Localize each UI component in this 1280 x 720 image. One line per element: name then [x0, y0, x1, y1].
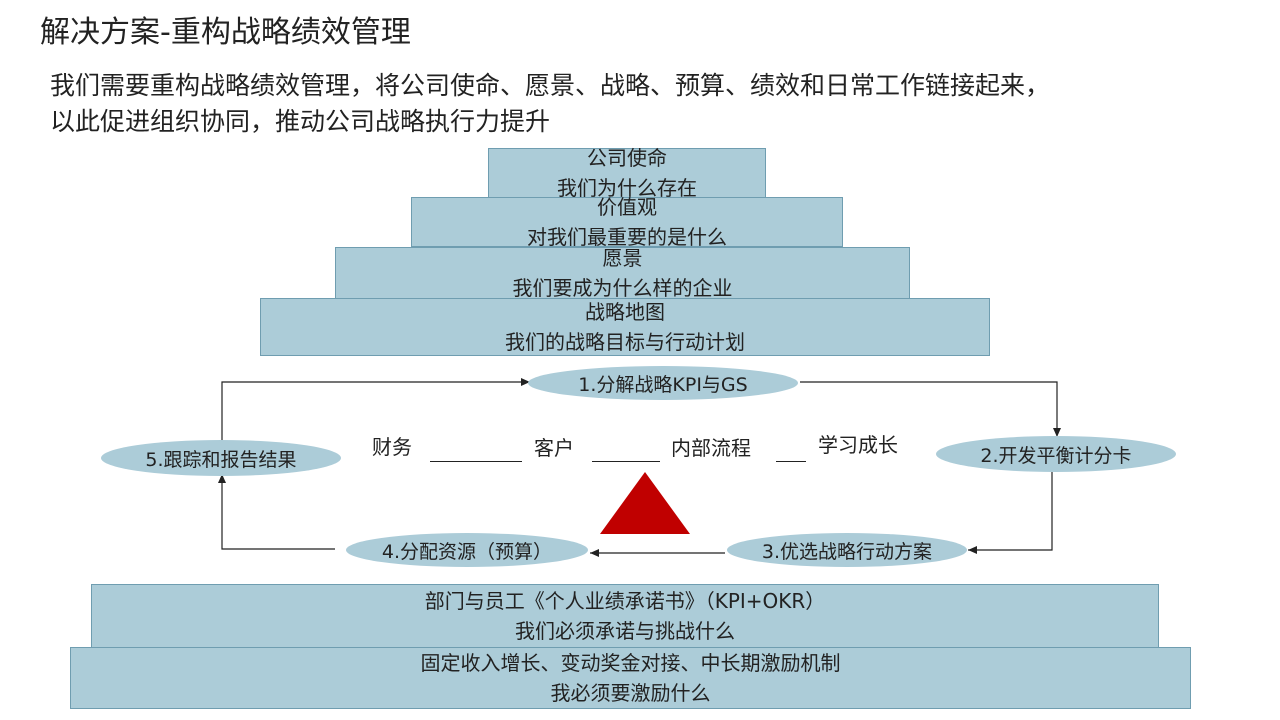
perspective-line-3	[776, 461, 806, 462]
arrow-step4-to-step5	[218, 474, 335, 550]
cycle-step-2: 2.开发平衡计分卡	[936, 436, 1176, 472]
pyramid-values: 价值观 对我们最重要的是什么	[411, 195, 843, 249]
page-title: 解决方案-重构战略绩效管理	[40, 15, 411, 50]
cycle-step-2-label: 2.开发平衡计分卡	[980, 444, 1132, 467]
pyramid-mission-title: 公司使命	[587, 146, 667, 170]
bottom-incentive: 固定收入增长、变动奖金对接、中长期激励机制 我必须要激励什么	[70, 647, 1191, 709]
perspective-internal-process: 内部流程	[671, 436, 751, 460]
arrow-step1-to-step2	[800, 381, 1061, 437]
pyramid-vision-desc: 我们要成为什么样的企业	[512, 276, 733, 300]
perspective-line-2	[592, 461, 660, 462]
cycle-step-5: 5.跟踪和报告结果	[101, 440, 341, 476]
cycle-step-4-label: 4.分配资源（预算）	[381, 540, 553, 563]
bottom-incentive-desc: 我必须要激励什么	[550, 681, 711, 705]
cycle-step-1-label: 1.分解战略KPI与GS	[578, 373, 748, 396]
perspective-customer: 客户	[534, 436, 574, 460]
pyramid-strategy-map-title: 战略地图	[585, 300, 665, 324]
cycle-step-4: 4.分配资源（预算）	[346, 533, 588, 567]
bottom-incentive-title: 固定收入增长、变动奖金对接、中长期激励机制	[420, 651, 841, 675]
pyramid-values-title: 价值观	[597, 195, 657, 219]
pyramid-strategy-map: 战略地图 我们的战略目标与行动计划	[260, 298, 990, 356]
pyramid-values-desc: 对我们最重要的是什么	[527, 225, 727, 249]
pyramid-mission: 公司使命 我们为什么存在	[488, 146, 766, 200]
red-triangle-icon	[600, 472, 690, 534]
perspective-learning-growth: 学习成长	[818, 433, 898, 457]
bottom-commitment: 部门与员工《个人业绩承诺书》（KPI+OKR） 我们必须承诺与挑战什么	[91, 584, 1159, 648]
pyramid-mission-desc: 我们为什么存在	[557, 176, 697, 200]
arrow-step2-to-step3	[968, 472, 1053, 554]
subtitle-line-1: 我们需要重构战略绩效管理，将公司使命、愿景、战略、预算、绩效和日常工作链接起来，	[50, 71, 1051, 100]
cycle-step-5-label: 5.跟踪和报告结果	[145, 448, 297, 471]
cycle-step-1: 1.分解战略KPI与GS	[528, 366, 798, 400]
cycle-step-3-label: 3.优选战略行动方案	[761, 540, 933, 563]
page-subtitle: 我们需要重构战略绩效管理，将公司使命、愿景、战略、预算、绩效和日常工作链接起来，…	[50, 68, 1260, 140]
perspective-line-1	[430, 461, 522, 462]
cycle-step-3: 3.优选战略行动方案	[727, 533, 967, 567]
bottom-commitment-title: 部门与员工《个人业绩承诺书》（KPI+OKR）	[424, 589, 826, 613]
pyramid-strategy-map-desc: 我们的战略目标与行动计划	[505, 330, 745, 354]
pyramid-vision-title: 愿景	[602, 246, 643, 270]
bottom-commitment-desc: 我们必须承诺与挑战什么	[515, 619, 735, 643]
subtitle-line-2: 以此促进组织协同，推动公司战略执行力提升	[50, 107, 551, 136]
perspective-finance: 财务	[372, 435, 412, 459]
